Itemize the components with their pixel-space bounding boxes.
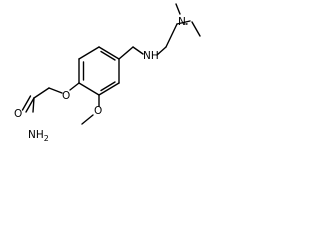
bond-carbonyl-ch2 [33,87,50,99]
ring-inner-bond-3 [100,81,116,92]
atom-amide-nitrogen: NH2 [28,129,49,143]
bond-methoxy-ch3 [81,114,94,125]
atom-labels: O NH2 O O NH N [14,16,186,143]
atom-dimethylamino-n: N [178,16,186,28]
ring-bond-3 [98,46,120,60]
bond-c1-c2 [165,23,178,48]
bond-c2-c3 [176,20,191,25]
bond-ring-ch2 [118,46,134,60]
chemical-structure: O NH2 O O NH N [14,3,201,143]
ring-bond-2 [78,46,100,60]
bond-carbonyl-2 [21,95,32,111]
bond-ch2-nh [132,46,144,55]
bond-n-methyl-1 [175,3,181,15]
bond-ether-o-ring [69,82,80,91]
atom-ether-oxygen: O [62,90,70,102]
atom-methoxy-oxygen: O [94,105,102,117]
bonds [21,3,201,125]
atom-amide-oxygen: O [14,108,22,120]
ring-bond-5 [98,82,120,96]
bond-nh-c1 [156,46,167,56]
bond-n-methyl-2 [191,21,201,37]
ring-bond-6 [78,82,100,96]
ring-inner-bond-2 [100,50,116,61]
bond-c-nh2 [32,97,35,113]
atom-amine-nh: NH [143,50,159,62]
bond-ch2-ether-o [48,87,63,94]
bond-carbonyl-1 [25,97,35,113]
